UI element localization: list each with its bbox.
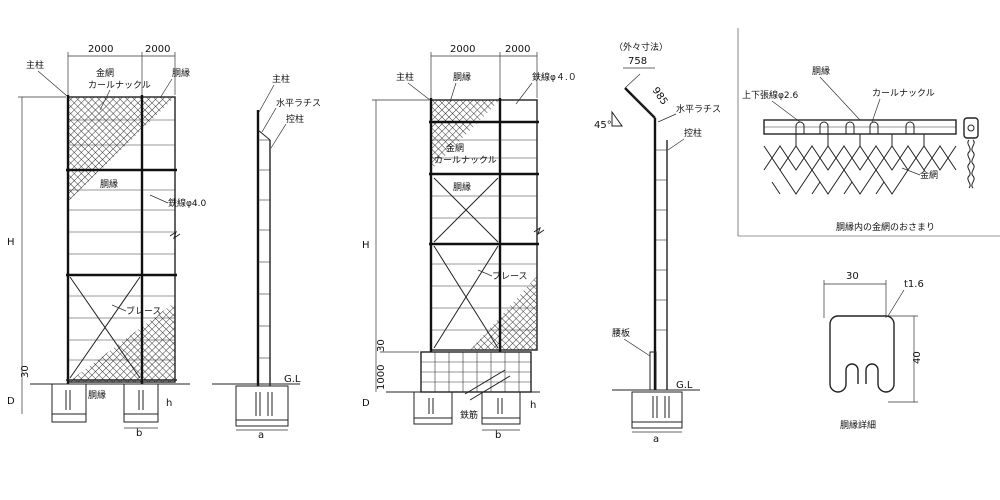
caption-mesh-fixing: 胴縁内の金網のおさまり: [836, 221, 935, 233]
label-brace-1: ブレース: [126, 305, 162, 317]
dim-span-3b: 2000: [505, 44, 530, 55]
label-horizontal-latch-2: 水平ラチス: [276, 97, 321, 109]
dim-span-3a: 2000: [450, 44, 475, 55]
label-frame-edge-5: 胴縁: [812, 65, 830, 77]
label-rebar-3: 鉄筋: [460, 409, 478, 421]
dim-width-30: 30: [846, 271, 859, 282]
figure-3-front-elevation: 2000 2000 H 1000 30 D b h 主柱 胴縁 鉄線φ４.０ 金…: [362, 44, 577, 441]
mesh-area-bottom-3: [470, 276, 537, 350]
dim-758: 758: [628, 56, 647, 67]
dim-b-3: b: [495, 430, 501, 441]
label-steel-wire-3: 鉄線φ４.０: [532, 71, 577, 83]
dim-d-1: D: [7, 396, 15, 407]
frame-profile-outline: [829, 315, 895, 393]
label-frame-edge-3b: 胴縁: [453, 181, 471, 193]
dim-span-1b: 2000: [145, 44, 170, 55]
label-frame-edge-1b: 胴縁: [100, 178, 118, 190]
dim-30-1: 30: [20, 365, 31, 378]
label-gl-2: G.L: [284, 374, 301, 385]
dim-angle-45: 45°: [594, 120, 612, 131]
caption-frame-detail: 胴縁詳細: [840, 419, 876, 431]
dim-d-3: D: [362, 398, 370, 409]
dim-height-40: 40: [912, 351, 923, 364]
dim-a-4: a: [653, 434, 659, 445]
dim-h-small-3: h: [530, 400, 536, 411]
label-top-bottom-wire: 上下張線φ2.6: [742, 89, 799, 101]
label-horizontal-latch-4: 水平ラチス: [676, 103, 721, 115]
label-support-post-4: 控柱: [684, 127, 702, 139]
label-support-post-2: 控柱: [286, 113, 304, 125]
label-curl-knuckle-3: カールナックル: [434, 155, 497, 166]
label-frame-edge-1a: 胴縁: [172, 67, 190, 79]
label-main-post-3: 主柱: [396, 71, 414, 83]
figure-2-side-elevation: a G.L 主柱 水平ラチス 控柱: [212, 73, 321, 441]
dim-1000-3: 1000: [376, 365, 387, 390]
label-curl-knuckle-1: カールナックル: [88, 80, 151, 91]
dim-h-3: H: [362, 240, 370, 251]
label-waist-board-4: 腰板: [612, 327, 630, 339]
dim-thickness-t16: t1.6: [904, 279, 924, 290]
label-wire-mesh-5: 金網: [920, 169, 938, 181]
mesh-area-top: [68, 97, 175, 202]
label-outer-dim-note: （外々寸法）: [614, 41, 668, 53]
mesh-area-top-3: [431, 100, 500, 170]
label-frame-edge-3a: 胴縁: [453, 71, 471, 83]
label-steel-wire-1: 鉄線φ4.0: [168, 197, 207, 209]
figure-4-side-elevation: a G.L （外々寸法） 758 985 45° 水平ラチス 控柱 腰板: [594, 41, 721, 445]
dim-a-2: a: [258, 430, 264, 441]
figure-5-mesh-fixing-detail: 胴縁 上下張線φ2.6 カールナックル 金網 胴縁内の金網のおさまり: [737, 28, 1000, 237]
dim-h-1: H: [7, 237, 15, 248]
label-brace-3: ブレース: [492, 270, 528, 282]
label-wire-mesh-3: 金網: [446, 142, 464, 154]
dim-30-3: 30: [376, 339, 387, 352]
dim-985: 985: [650, 85, 670, 107]
dim-b-1: b: [136, 428, 142, 439]
figure-6-frame-profile-detail: 30 t1.6 40 胴縁詳細: [823, 271, 924, 431]
figure-1-front-elevation: 2000 2000 H 30 D b h 主柱 金網 カールナックル 胴縁 胴縁…: [7, 44, 207, 439]
dim-h-small-1: h: [166, 398, 172, 409]
label-gl-4: G.L: [676, 380, 693, 391]
curl-knuckle-icon: [963, 117, 979, 189]
label-wire-mesh-1: 金網: [96, 67, 114, 79]
label-main-post-1: 主柱: [26, 59, 44, 71]
label-main-post-2: 主柱: [272, 73, 290, 85]
mesh-area-bottom: [68, 302, 175, 382]
dim-span-1a: 2000: [88, 44, 113, 55]
label-curl-knuckle-5: カールナックル: [872, 88, 935, 99]
label-frame-edge-1c: 胴縁: [88, 389, 106, 401]
